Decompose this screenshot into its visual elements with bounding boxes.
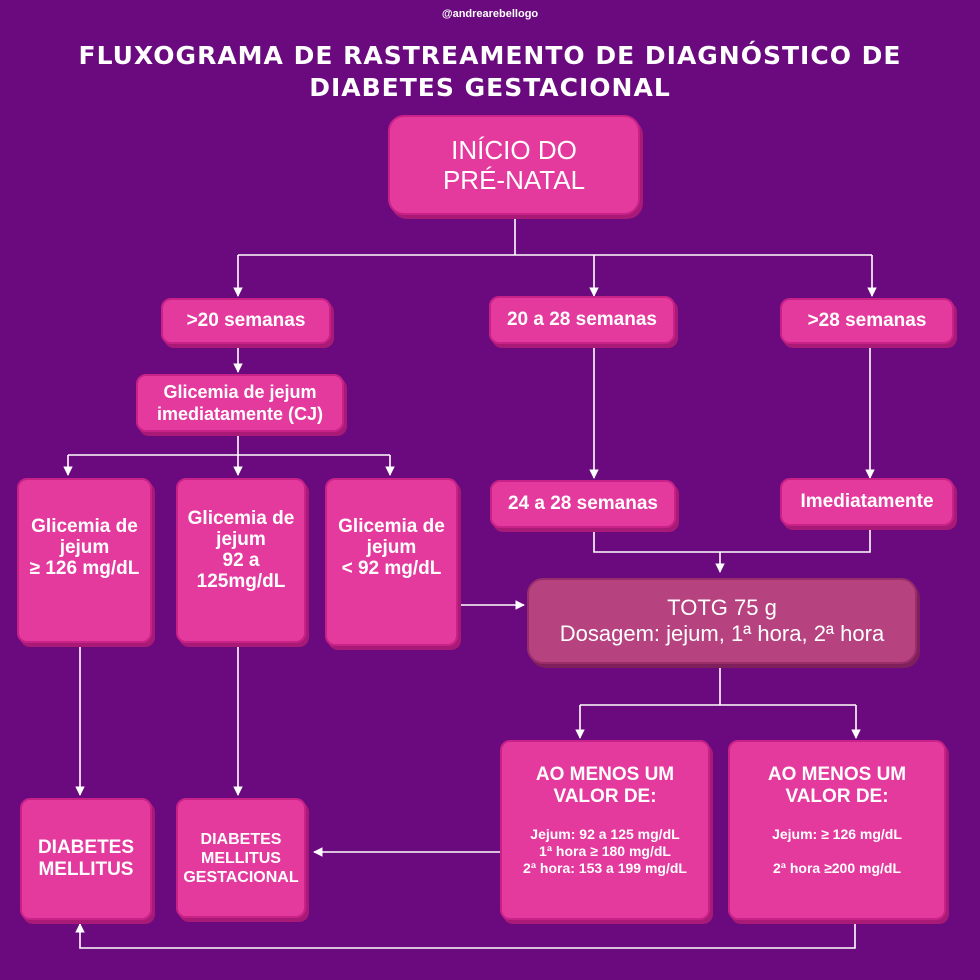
20-to-28-weeks-node: 20 a 28 semanas	[489, 296, 675, 344]
gt28-weeks-node: >28 semanas	[780, 298, 954, 344]
author-handle: @andrearebellogo	[441, 8, 539, 20]
result-gestational-criteria-node: AO MENOS UM VALOR DE: Jejum: 92 a 125 mg…	[500, 740, 710, 920]
start-prenatal-node: INÍCIO DO PRÉ-NATAL	[388, 115, 640, 215]
24-to-28-weeks-node: 24 a 28 semanas	[490, 480, 676, 528]
fasting-92-125-node: Glicemia de jejum 92 a 125mg/dL	[176, 478, 306, 643]
ogtt-75g-node: TOTG 75 g Dosagem: jejum, 1ª hora, 2ª ho…	[527, 578, 917, 664]
arrow-result-b-to-dm	[75, 918, 856, 949]
connector-fasting-split	[68, 432, 390, 456]
gt20-weeks-node: >20 semanas	[161, 298, 331, 344]
connector-totg-split	[580, 668, 856, 706]
fasting-lt92-node: Glicemia de jejum < 92 mg/dL	[325, 478, 458, 646]
fasting-126-node: Glicemia de jejum ≥ 126 mg/dL	[17, 478, 152, 643]
title-line-2: DIABETES GESTACIONAL	[309, 73, 671, 102]
gestational-diabetes-node: DIABETES MELLITUS GESTACIONAL	[176, 798, 306, 918]
page-title: FLUXOGRAMA DE RASTREAMENTO DE DIAGNÓSTIC…	[0, 40, 980, 104]
connector-start-split	[238, 218, 872, 256]
connector-merge-totg	[593, 528, 871, 572]
immediately-node: Imediatamente	[780, 478, 954, 526]
fasting-glucose-node: Glicemia de jejum imediatamente (CJ)	[136, 374, 344, 432]
diabetes-mellitus-node: DIABETES MELLITUS	[20, 798, 152, 920]
title-line-1: FLUXOGRAMA DE RASTREAMENTO DE DIAGNÓSTIC…	[78, 41, 902, 70]
result-diabetes-criteria-node: AO MENOS UM VALOR DE: Jejum: ≥ 126 mg/dL…	[728, 740, 946, 920]
